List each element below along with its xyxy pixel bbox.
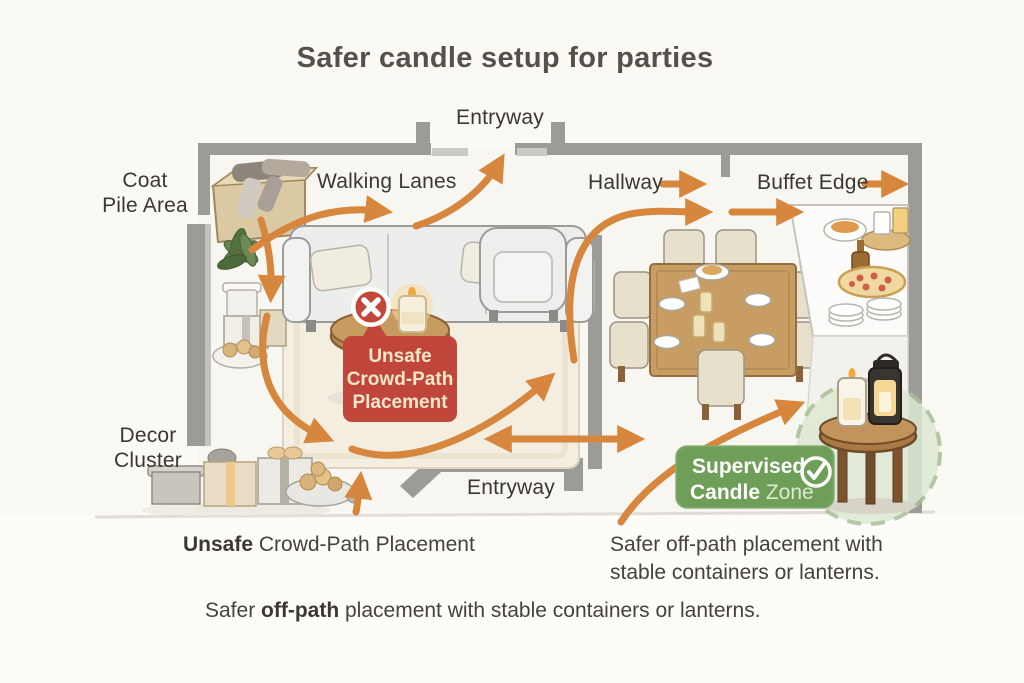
safe-badge-label-line2: Candle Zone [690,481,814,504]
x-icon [351,287,391,327]
label-entryway-top: Entryway [456,106,544,129]
safe-badge-label-line1: Supervised [692,455,806,478]
coffee-table-candle [391,284,433,333]
safe-badge [675,445,835,509]
dining-set [609,229,831,420]
caption-safer-right: Safer off-path placement with stable con… [610,533,883,584]
plant [217,228,262,318]
page-title: Safer candle setup for parties [296,42,714,74]
caption-safer-bottom: Safer off-path placement with stable con… [205,599,761,622]
label-decor-cluster: Decor Cluster [114,424,182,472]
check-icon [800,456,832,488]
label-hallway: Hallway [588,171,663,194]
lantern [868,353,902,425]
caption-unsafe: Unsafe Crowd-Path Placement [183,533,475,556]
drink-glass [892,207,909,234]
pizza [837,265,907,299]
cup [873,211,891,235]
label-coat-pile-area: Coat Pile Area [102,169,188,217]
label-walking-lanes: Walking Lanes [317,170,457,193]
unsafe-badge [343,287,457,422]
armchair [479,227,567,321]
unsafe-badge-label: Unsafe Crowd-Path Placement [346,346,454,413]
bottle [857,240,864,254]
label-buffet-edge: Buffet Edge [757,171,869,194]
jar-candle [835,368,869,427]
plate-stacks [828,297,902,327]
walking-lane-arrows [248,153,910,526]
label-entryway-bottom: Entryway [467,476,555,499]
